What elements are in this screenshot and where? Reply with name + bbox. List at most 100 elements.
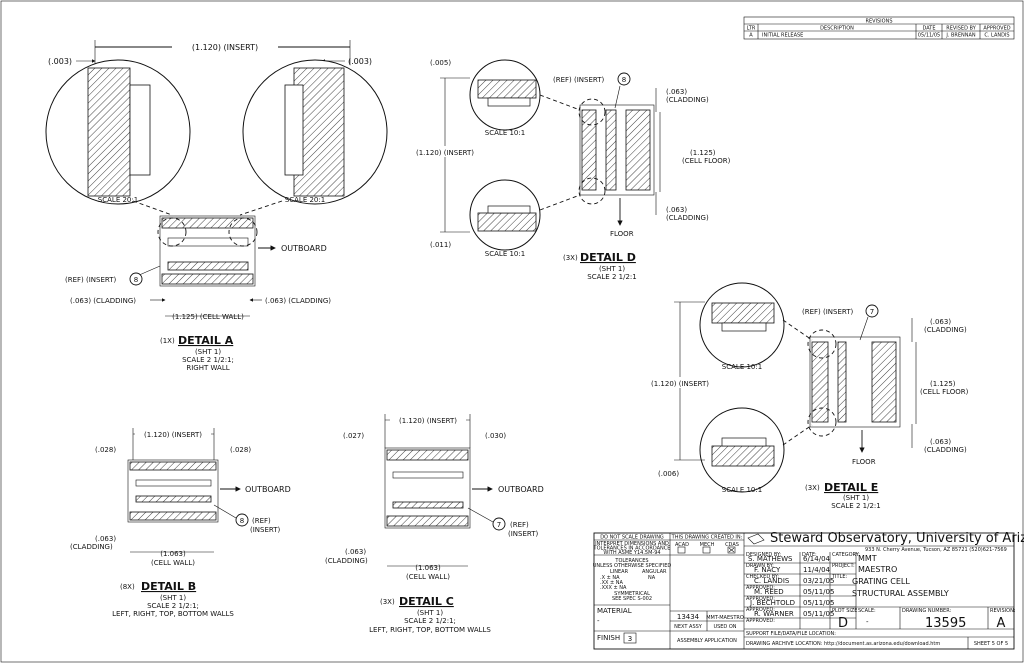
detail-b-left-gap: (.028) [95, 446, 116, 454]
tb-tol-head: TOLERANCES [614, 558, 648, 564]
detail-b-clad-val: (.063) [95, 535, 116, 543]
tb-dwg-num: 13595 [925, 616, 966, 631]
detail-b-insert-dim: (1.120) (INSERT) [144, 431, 202, 439]
detail-e-title: DETAIL E [824, 481, 878, 494]
tb-title-l2: STRUCTURAL ASSEMBLY [852, 589, 949, 598]
detail-d-balloon-num: 8 [622, 76, 626, 84]
detail-d-scale-top: SCALE 10:1 [485, 129, 525, 137]
tb-tol-x: .X ± NA [600, 575, 620, 581]
detail-d-clad-bot-val: (.063) [666, 206, 687, 214]
tb-designed-by-lbl: DESIGNED BY: [746, 552, 781, 558]
detail-a-qty: (1X) [160, 337, 175, 345]
detail-c-balloon [492, 517, 506, 531]
detail-e-floor-lbl: (CELL FLOOR) [920, 388, 969, 396]
detail-c-qty: (3X) [380, 598, 395, 606]
tb-next-assy-num: 13434 [677, 613, 700, 621]
tb-checked-lbl: CHECKED BY: [746, 574, 779, 580]
tb-plot-size: D [838, 616, 848, 631]
detail-b-cell-val: (1.063) [160, 550, 186, 558]
tb-drawn-date: 11/4/04 [803, 566, 831, 574]
tb-next-assy-name: MMT-MAESTRO [706, 615, 744, 621]
detail-e-sheet: (SHT 1) [843, 494, 869, 502]
tb-org: Steward Observatory, University of Arizo… [770, 531, 1024, 546]
tb-scale-lbl: SCALE: [858, 608, 876, 614]
detail-d-scale-bottom: SCALE 10:1 [485, 250, 525, 258]
tb-tol-xx: .XX ± NA [600, 580, 624, 586]
tb-no-scale: DO NOT SCALE DRAWING [600, 535, 664, 541]
detail-b-balloon [235, 513, 249, 527]
tb-finish-val: 3 [628, 635, 632, 643]
rev-col-description: DESCRIPTION [820, 26, 854, 32]
detail-d-floor: FLOOR [610, 230, 634, 238]
detail-a: (1.120) (INSERT) (.003) (.003) SCALE 20:… [45, 40, 388, 372]
observatory-logo-icon [747, 533, 765, 545]
detail-b-ref: (REF) [252, 517, 271, 525]
detail-c-right-gap: (.030) [485, 432, 506, 440]
detail-e-insert-dim: (1.120) (INSERT) [651, 380, 709, 388]
detail-b-note: LEFT, RIGHT, TOP, BOTTOM WALLS [112, 610, 234, 618]
detail-c-balloon-num: 7 [497, 521, 501, 529]
tb-title-lbl: TITLE: [831, 574, 848, 580]
detail-c-clad-lbl: (CLADDING) [325, 557, 368, 565]
tb-revision-lbl: REVISION: [990, 608, 1016, 614]
detail-a-ref-insert: (REF) (INSERT) [65, 276, 117, 284]
detail-e-scale-top: SCALE 10:1 [722, 363, 762, 371]
tb-revision: A [997, 616, 1006, 631]
tb-tolerances-l3: WITH ASME Y14.5M-94 [603, 550, 660, 556]
detail-a-title: DETAIL A [178, 334, 234, 347]
tb-category: MMT [858, 554, 877, 563]
detail-e-qty: (3X) [805, 484, 820, 492]
detail-d-ref-insert: (REF) (INSERT) [553, 76, 605, 84]
tb-dwg-num-lbl: DRAWING NUMBER: [902, 608, 952, 614]
detail-e-balloon-num: 7 [870, 308, 874, 316]
detail-e-part [809, 336, 901, 428]
tb-assembly-app: ASSEMBLY APPLICATION [677, 638, 737, 644]
tb-finish-lbl: FINISH [597, 634, 620, 642]
revisions-table: REVISIONS LTR DESCRIPTION DATE REVISED B… [743, 16, 1015, 40]
detail-e-clad-bot-lbl: (CLADDING) [924, 446, 967, 454]
detail-a-sheet: (SHT 1) [195, 348, 221, 356]
tb-address: 933 N. Cherry Avenue, Tucson, AZ 85721 (… [865, 547, 1007, 553]
detail-a-left-gap: (.003) [48, 57, 72, 66]
tb-designed-date: 6/14/04 [803, 555, 831, 563]
detail-a-scale: SCALE 2 1/2:1; [182, 356, 234, 364]
detail-c-outboard: OUTBOARD [498, 485, 544, 494]
detail-a-part [159, 215, 256, 287]
tb-project-lbl: PROJECT: [832, 563, 855, 569]
detail-c-clad-val: (.063) [345, 548, 366, 556]
tb-date-lbl: DATE: [802, 552, 817, 558]
detail-d: (.005) (.011) (1.120) (INSERT) SCALE 10:… [405, 59, 731, 281]
detail-e-bottom-gap: (.006) [658, 470, 679, 478]
detail-d-clad-bot-lbl: (CLADDING) [666, 214, 709, 222]
detail-b-balloon-num: 8 [240, 517, 244, 525]
detail-b-outboard: OUTBOARD [245, 485, 291, 494]
tb-checkbox-acad [677, 546, 686, 554]
detail-e-floor-val: (1.125) [930, 380, 956, 388]
tb-approved2-lbl: APPROVED: [746, 596, 775, 602]
detail-b-sheet: (SHT 1) [160, 594, 186, 602]
detail-d-clad-top-lbl: (CLADDING) [666, 96, 709, 104]
tb-created-in: THIS DRAWING CREATED IN: [671, 535, 743, 541]
tb-approved2: J. BECHTOLD [749, 599, 795, 607]
rev-row-ltr: A [749, 33, 753, 39]
detail-e-clad-top-lbl: (CLADDING) [924, 326, 967, 334]
tb-tol-sub: UNLESS OTHERWISE SPECIFIED [593, 563, 672, 569]
tb-see-spec: SEE SPEC S-002 [612, 596, 652, 602]
detail-d-qty: (3X) [563, 254, 578, 262]
detail-d-sheet: (SHT 1) [599, 265, 625, 273]
tb-linear: LINEAR [610, 569, 629, 575]
detail-e: SCALE 10:1 SCALE 10:1 (1.120) (INSERT) (… [640, 282, 969, 510]
tb-checked-date: 03/21/05 [803, 577, 834, 585]
detail-a-balloon [129, 272, 143, 286]
tb-approved2-date: 05/11/05 [803, 599, 834, 607]
detail-c: (1.120) (INSERT) (.027) (.030) OUTBOARD … [325, 414, 544, 634]
tb-project: MAESTRO [858, 565, 897, 574]
detail-a-outboard: OUTBOARD [281, 244, 327, 253]
detail-d-balloon [617, 72, 631, 86]
detail-a-cell-wall: (1.125) (CELL WALL) [172, 313, 244, 321]
rev-col-ltr: LTR [747, 26, 756, 32]
tb-checked-by: C. LANDIS [754, 577, 790, 585]
tb-category-lbl: CATEGORY: [832, 552, 860, 558]
tb-drawn-by: F. NACY [754, 566, 781, 574]
